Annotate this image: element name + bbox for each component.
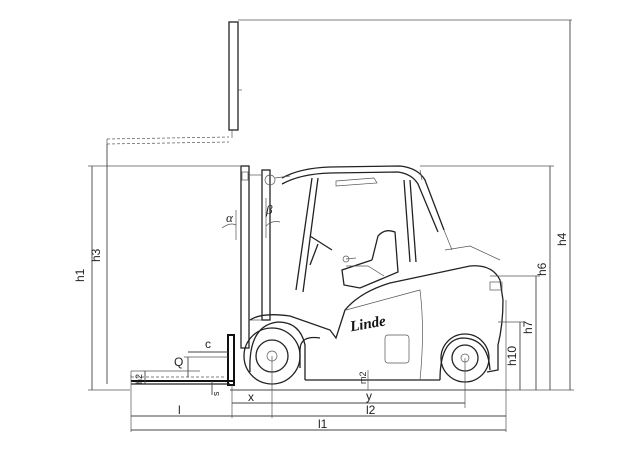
Q-label: Q [174, 355, 183, 369]
extended-mast [106, 21, 242, 145]
h10-label: h10 [505, 346, 519, 366]
h2-label: h2 [134, 374, 144, 384]
h4-label: h4 [555, 232, 569, 246]
carriage-and-forks [130, 334, 235, 386]
overhead-guard [281, 165, 453, 293]
s-label: s [211, 391, 221, 396]
h4-dimension [500, 20, 574, 391]
c-label: c [205, 337, 211, 351]
l2-label: l2 [366, 403, 376, 417]
h1-label: h1 [73, 268, 87, 282]
h1-dimension [88, 165, 240, 391]
h7-label: h7 [521, 320, 535, 334]
operator-seat [309, 230, 399, 289]
centerlines [130, 300, 507, 432]
alpha-angle [221, 210, 237, 240]
beta-label: β [265, 202, 273, 217]
y-label: y [366, 389, 372, 403]
h3-label: h3 [89, 248, 103, 262]
Q-dimension [184, 356, 228, 377]
h6-dimension [420, 165, 554, 390]
h6-label: h6 [535, 262, 549, 276]
beta-angle [265, 198, 281, 238]
l-label: l [178, 403, 181, 417]
x-label: x [248, 390, 254, 404]
alpha-label: α [226, 210, 234, 225]
h7-dimension [490, 275, 540, 390]
m2-label: m2 [358, 371, 368, 384]
l1-label: l1 [318, 417, 328, 431]
mast [240, 165, 291, 349]
brand-logo: Linde [348, 313, 387, 335]
h10-dimension [498, 321, 524, 390]
